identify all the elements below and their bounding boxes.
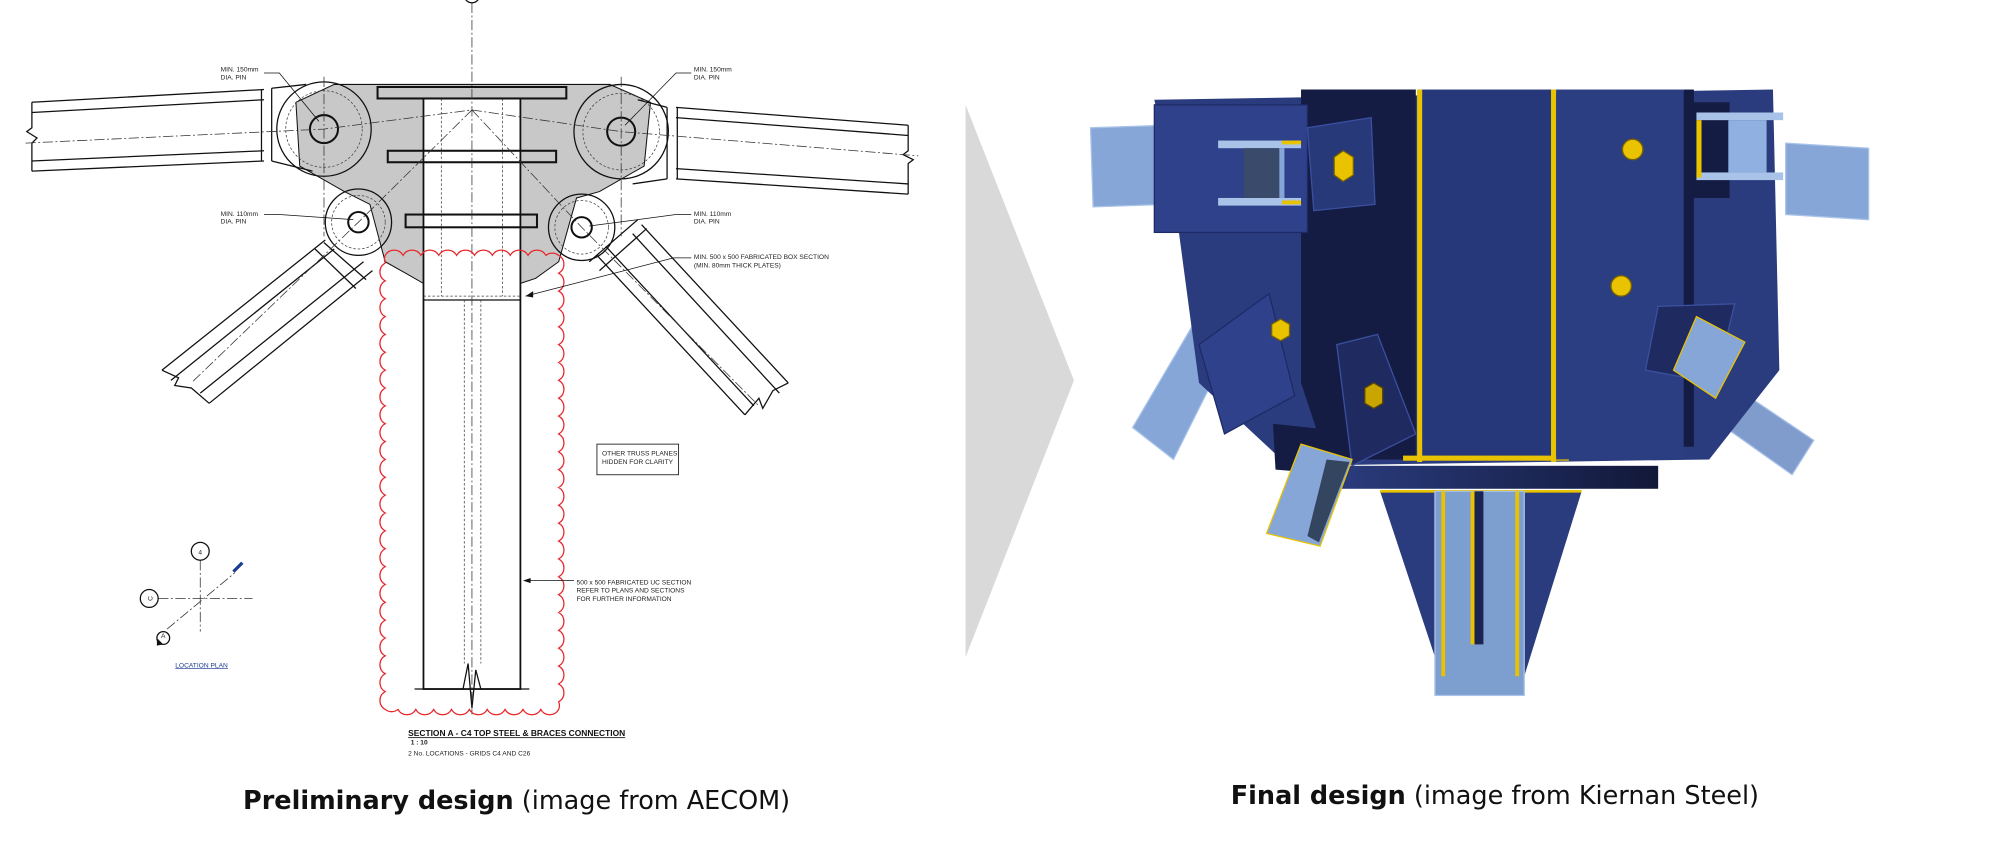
weld-strip-left [1417,89,1423,462]
lower-right-pin [570,216,593,239]
section-locations: 2 No. LOCATIONS - GRIDS C4 AND C26 [408,750,530,757]
final-caption: Final design (image from Kiernan Steel) [1231,781,1759,811]
lower-right-pin-plate [547,193,616,262]
right-edge-plate [1683,89,1694,447]
section-title: SECTION A - C4 TOP STEEL & BRACES CONNEC… [408,728,625,738]
right-channel-section [1696,112,1784,181]
lower-right-tube [1672,315,1746,400]
preliminary-caption: Preliminary design (image from AECOM) [243,786,790,816]
lower-plate [404,213,539,229]
right-brace [588,219,789,416]
horizontal-bar [1332,465,1659,489]
box-column [422,97,522,690]
grid-letter: C [147,596,154,601]
box-section-note: MIN. 500 x 500 FABRICATED BOX SECTION(MI… [694,254,829,269]
section-marker-letter: A [161,633,166,640]
location-plan-label: LOCATION PLAN [175,662,228,669]
revision-cloud [379,249,565,716]
lower-left-pin-plate-dashed [331,195,386,250]
center-panel [1418,89,1557,460]
final-design-model [1089,89,1870,697]
left-i-section [1218,140,1302,206]
grid-number: 4 [198,549,202,556]
column-slot [1474,491,1484,645]
arrow-chevron [965,104,1074,658]
right-top-beam [632,99,915,195]
weld-strip-bottom [1403,455,1569,461]
round-bolt [1610,275,1633,297]
top-grid-bubble [465,0,479,4]
grid-bubble-c [139,588,159,609]
location-plan: 4 C A LOCATION PLAN [139,541,253,669]
section-scale: 1 : 10 [411,740,428,747]
lower-right-pin-plate-dashed [554,200,609,255]
round-bolt [1621,138,1644,161]
weld-strip-right [1551,89,1557,462]
right-panel [1556,89,1684,460]
lower-left-pin-plate [324,188,393,256]
left-top-beam [25,83,313,172]
hidden-note-box [596,443,680,476]
left-brace [161,239,373,404]
hex-bolt [1333,149,1354,183]
top-right-tube [1785,142,1870,221]
leader-lines [264,72,692,581]
hex-bolt [1271,318,1291,342]
lower-left-pin [347,210,370,234]
grid-bubble-4 [190,541,210,561]
hex-bolt [1364,382,1384,410]
lower-left-gusset [1198,292,1296,435]
